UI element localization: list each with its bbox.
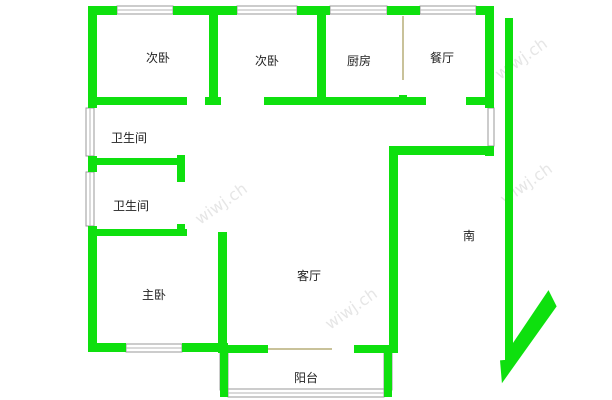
south-arrow-icon — [500, 18, 557, 384]
watermark: wiwj.ch — [191, 179, 250, 228]
window-top-2 — [236, 5, 298, 15]
room-label-bathroom-1: 卫生间 — [111, 131, 147, 145]
doors — [268, 16, 404, 350]
window-top-4 — [419, 5, 477, 15]
room-label-kitchen: 厨房 — [347, 53, 371, 68]
window-master-bottom — [125, 343, 183, 353]
room-label-master: 主卧 — [142, 288, 166, 302]
window-top-1 — [116, 5, 174, 15]
walls — [88, 6, 494, 397]
window-balcony-bottom — [227, 388, 385, 398]
window-top-3 — [329, 5, 388, 15]
room-label-bedroom-2b: 次卧 — [255, 54, 279, 68]
window-left-2 — [85, 171, 95, 227]
watermarks: wiwj.ch wiwj.ch wiwj.ch wiwj.ch — [191, 34, 555, 333]
room-label-bathroom-2: 卫生间 — [113, 199, 149, 213]
window-left-1 — [85, 107, 95, 157]
room-label-living: 客厅 — [297, 268, 321, 283]
watermark: wiwj.ch — [321, 284, 380, 333]
window-dining-right — [487, 107, 495, 147]
room-labels: 次卧 次卧 厨房 餐厅 卫生间 卫生间 主卧 客厅 阳台 南 — [111, 50, 475, 385]
watermark: wiwj.ch — [491, 34, 550, 83]
room-label-balcony: 阳台 — [294, 370, 318, 385]
direction-label-south: 南 — [463, 228, 475, 243]
room-label-dining: 餐厅 — [430, 50, 454, 65]
room-label-bedroom-2a: 次卧 — [146, 51, 170, 65]
